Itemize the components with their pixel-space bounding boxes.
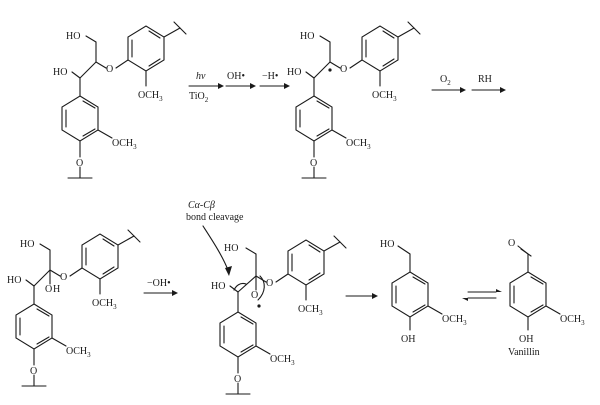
s3-h-label: H (53, 284, 60, 295)
reagent-tio2: TiO2 (189, 91, 209, 104)
annotation-bond-type: Cα-Cβ (188, 200, 215, 211)
structure-radical-intermediate (295, 21, 421, 179)
s5-och3: OCH3 (442, 314, 467, 327)
s4-para-o: O (234, 374, 241, 385)
s1-para-o: O (76, 158, 83, 169)
s3-och3-low: OCH3 (66, 346, 91, 359)
s2-och3-top: OCH3 (372, 90, 397, 103)
s1-ho-side: HO (53, 67, 67, 78)
s6-aldehyde-o: O (508, 238, 515, 249)
s1-ho-top: HO (66, 31, 80, 42)
s6-oh: OH (519, 334, 533, 345)
s2-para-o: O (310, 158, 317, 169)
s4-och3-low: OCH3 (270, 354, 295, 367)
s5-ho: HO (380, 239, 394, 250)
s2-ho-side: HO (287, 67, 301, 78)
s3-ho-side: HO (7, 275, 21, 286)
s6-och3: OCH3 (560, 314, 585, 327)
s1-och3-low: OCH3 (112, 138, 137, 151)
s5-oh: OH (401, 334, 415, 345)
reagent-oh-radical: OH• (227, 71, 245, 82)
s3-para-o: O (30, 366, 37, 377)
s4-alkoxy-o: O (251, 290, 258, 301)
structure-lignin-dimer (61, 21, 187, 179)
s2-ho-top: HO (300, 31, 314, 42)
s2-och3-low: OCH3 (346, 138, 371, 151)
structure-vanillin (509, 245, 561, 331)
s3-ether-o: O (60, 272, 67, 283)
s4-ether-o: O (266, 278, 273, 289)
reagent-minus-h: −H• (262, 71, 278, 82)
structure-alkoxy-radical (219, 235, 347, 395)
s2-ether-o: O (340, 64, 347, 75)
structure-hydroxy-intermediate (15, 229, 141, 387)
reagent-hv: hv (196, 71, 206, 82)
structure-vanillyl-alcohol (391, 245, 443, 331)
reagent-rh: RH (478, 74, 492, 85)
s4-ho-side: HO (211, 281, 225, 292)
product-name-vanillin: Vanillin (508, 347, 540, 358)
s4-och3-top: OCH3 (298, 304, 323, 317)
s3-ho-top: HO (20, 239, 34, 250)
reagent-o2: O2 (440, 74, 451, 87)
s1-och3-top: OCH3 (138, 90, 163, 103)
reagent-minus-oh: −OH• (147, 278, 171, 289)
s3-o-label: O (45, 284, 52, 295)
s3-och3-top: OCH3 (92, 298, 117, 311)
annotation-bond-cleavage: bond cleavage (186, 212, 244, 223)
s4-ho-top: HO (224, 243, 238, 254)
s1-ether-o: O (106, 64, 113, 75)
